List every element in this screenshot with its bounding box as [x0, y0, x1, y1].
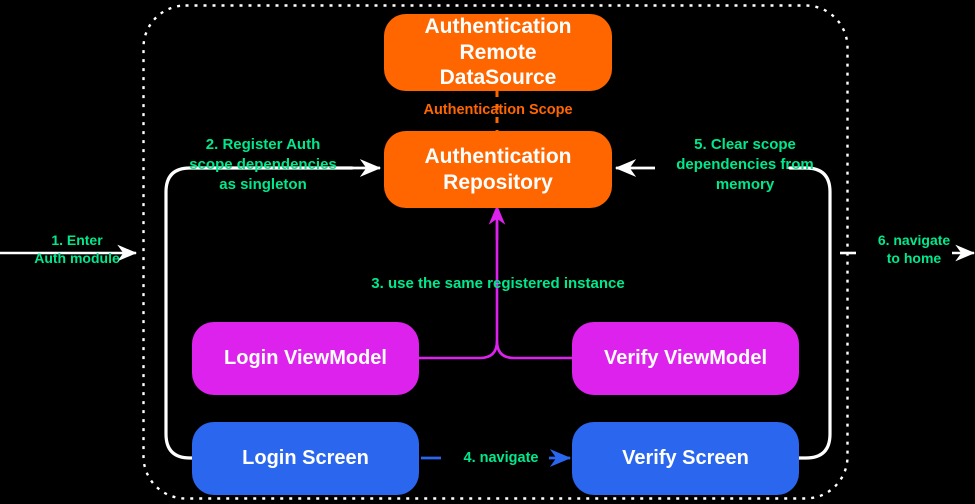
step-2-bracket [164, 166, 354, 460]
node-login-screen-label: Login Screen [242, 447, 369, 470]
node-verify-viewmodel[interactable]: Verify ViewModel [572, 322, 799, 395]
step-3-label: 3. use the same registered instance [371, 275, 625, 292]
node-login-viewmodel[interactable]: Login ViewModel [192, 322, 419, 395]
node-login-screen[interactable]: Login Screen [192, 422, 419, 495]
node-verify-viewmodel-label: Verify ViewModel [603, 347, 768, 370]
node-login-viewmodel-label: Login ViewModel [224, 347, 387, 370]
node-verify-screen[interactable]: Verify Screen [572, 422, 799, 495]
node-verify-screen-label: Verify Screen [622, 447, 749, 470]
step-4-label: 4. navigate [463, 450, 539, 466]
step-3-connector-right [495, 340, 572, 360]
step-5-bracket [788, 166, 832, 460]
auth-scope-label: Authentication Scope [423, 102, 573, 118]
